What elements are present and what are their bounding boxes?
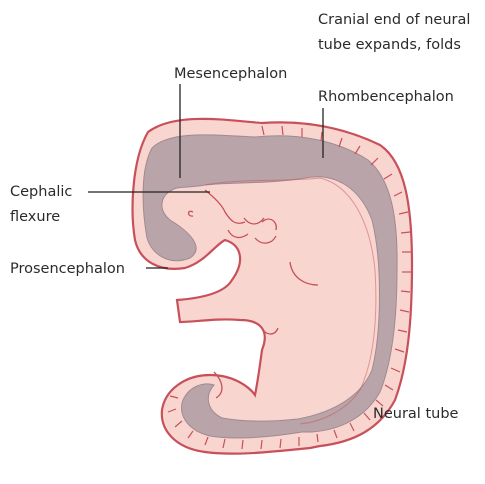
neural-tube-label: Neural tube <box>373 406 459 422</box>
mesencephalon-label: Mesencephalon <box>174 66 287 82</box>
caption-line-2: tube expands, folds <box>318 37 461 53</box>
prosencephalon-label: Prosencephalon <box>10 261 125 277</box>
caption-line-1: Cranial end of neural <box>318 12 470 28</box>
cephalic-flexure-label-line-1: Cephalic <box>10 184 72 200</box>
rhombencephalon-label: Rhombencephalon <box>318 89 454 105</box>
cephalic-flexure-label-line-2: flexure <box>10 209 60 225</box>
